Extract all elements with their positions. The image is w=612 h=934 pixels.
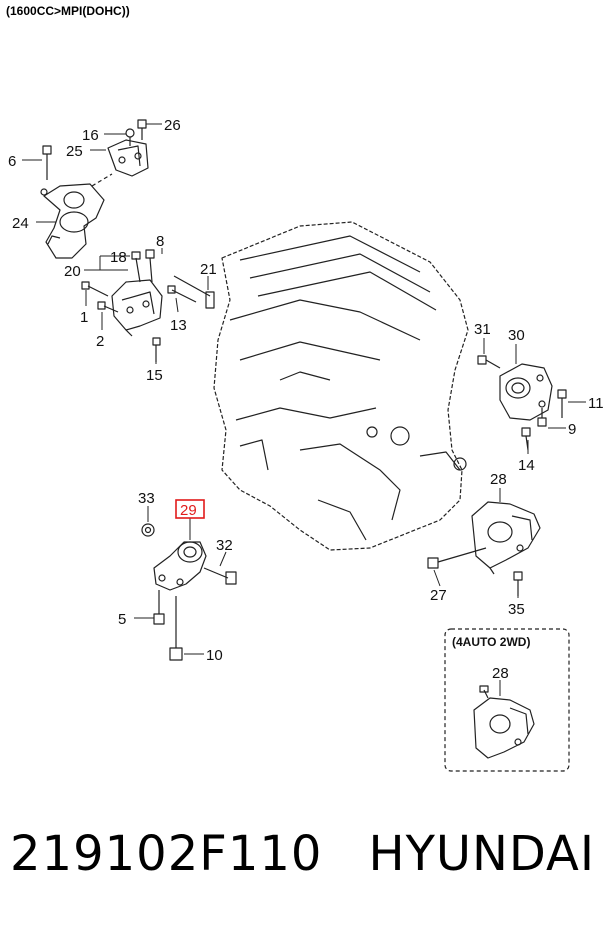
bolt-8 — [145, 249, 155, 283]
callout-25: 25 — [66, 143, 83, 160]
callout-1: 1 — [80, 309, 88, 326]
callout-11: 11 — [588, 395, 604, 412]
callout-numbers: 6 16 26 25 24 18 8 20 21 1 13 2 15 31 30… — [8, 117, 604, 664]
callout-16: 16 — [82, 127, 99, 144]
bolt-31 — [477, 355, 501, 369]
callout-35: 35 — [508, 601, 525, 618]
leader-lines — [22, 123, 586, 655]
bolt-11 — [557, 389, 567, 418]
callout-15: 15 — [146, 367, 163, 384]
bolt-1 — [81, 281, 109, 297]
engine-mount-29 — [153, 541, 207, 591]
nut-16 — [125, 128, 135, 146]
callout-13: 13 — [170, 317, 187, 334]
bolt-26 — [137, 119, 147, 140]
callout-24: 24 — [12, 215, 29, 232]
inset-4auto-2wd — [444, 628, 570, 772]
callout-30: 30 — [508, 327, 525, 344]
callout-9: 9 — [568, 421, 576, 438]
callout-8: 8 — [156, 233, 164, 250]
callout-21: 21 — [200, 261, 217, 278]
engine-mount-24 — [40, 183, 105, 259]
bolt-5 — [153, 590, 165, 625]
bolt-18 — [131, 251, 141, 283]
bracket-20 — [111, 279, 163, 337]
nut-33 — [141, 523, 155, 537]
bolt-6 — [42, 145, 52, 180]
callout-18: 18 — [110, 249, 127, 266]
callout-14: 14 — [518, 457, 535, 474]
callout-10: 10 — [206, 647, 223, 664]
bolt-21 — [173, 275, 215, 309]
callout-2: 2 — [96, 333, 104, 350]
callout-29: 29 — [180, 502, 197, 519]
engine-block — [213, 221, 469, 551]
bolt-32 — [203, 567, 237, 585]
assembly-dash-24-25 — [91, 173, 113, 187]
transmission-mount-28 — [471, 501, 541, 575]
bolt-2 — [97, 301, 119, 313]
callout-20: 20 — [64, 263, 81, 280]
callout-5: 5 — [118, 611, 126, 628]
callout-32: 32 — [216, 537, 233, 554]
callout-28: 28 — [490, 471, 507, 488]
inset-callout-28: 28 — [492, 665, 509, 682]
highlight-box-29 — [175, 499, 205, 519]
part-caption: 219102F110 HYUNDAI — [10, 826, 610, 882]
brand-name: HYUNDAI — [368, 826, 596, 882]
nut-14 — [521, 427, 531, 451]
callout-31: 31 — [474, 321, 491, 338]
bracket-25 — [107, 139, 149, 177]
callout-6: 6 — [8, 153, 16, 170]
engine-mount-30 — [499, 363, 553, 421]
bolt-10 — [169, 596, 183, 661]
bolt-27 — [427, 547, 487, 569]
variant-header: (1600CC>MPI(DOHC)) — [6, 4, 130, 18]
callout-27: 27 — [430, 587, 447, 604]
callout-33: 33 — [138, 490, 155, 507]
callout-26: 26 — [164, 117, 181, 134]
inset-title: (4AUTO 2WD) — [452, 635, 530, 649]
bolt-13 — [167, 285, 197, 303]
bolt-9 — [537, 408, 547, 427]
part-number: 219102F110 — [10, 826, 323, 882]
